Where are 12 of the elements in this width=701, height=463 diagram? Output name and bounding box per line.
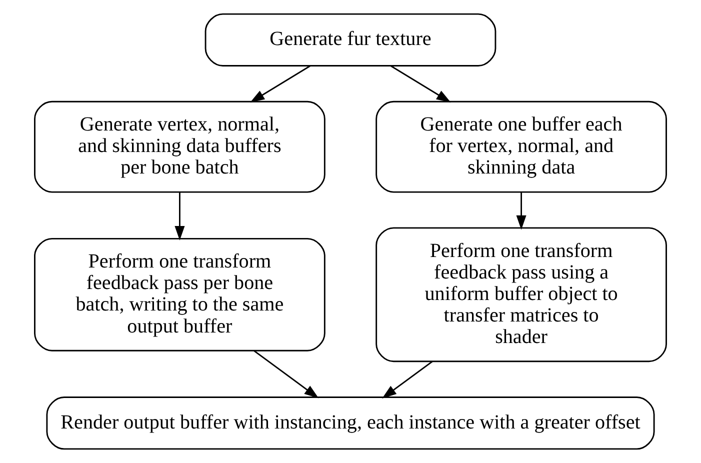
- node-box: Generate fur texture: [204, 13, 496, 66]
- node-box: Render output buffer with instancing, each instance with a greater offset: [46, 396, 655, 450]
- arrow: [390, 65, 451, 102]
- node-box: Generate one buffer each for vertex, normal, and skinning data: [376, 100, 667, 193]
- arrow: [382, 360, 433, 398]
- node-box: Perform one transform feedback pass per bone batch, writing to the same output buffer: [34, 238, 326, 352]
- node-box: Generate vertex, normal, and skinning data buffers per bone batch: [34, 100, 326, 193]
- arrow: [174, 192, 185, 240]
- arrow: [516, 192, 526, 230]
- arrow: [254, 350, 319, 398]
- node-box: Perform one transform feedback pass using a uniform buffer object to transfer matrices to shader: [376, 227, 667, 362]
- arrow: [250, 65, 310, 102]
